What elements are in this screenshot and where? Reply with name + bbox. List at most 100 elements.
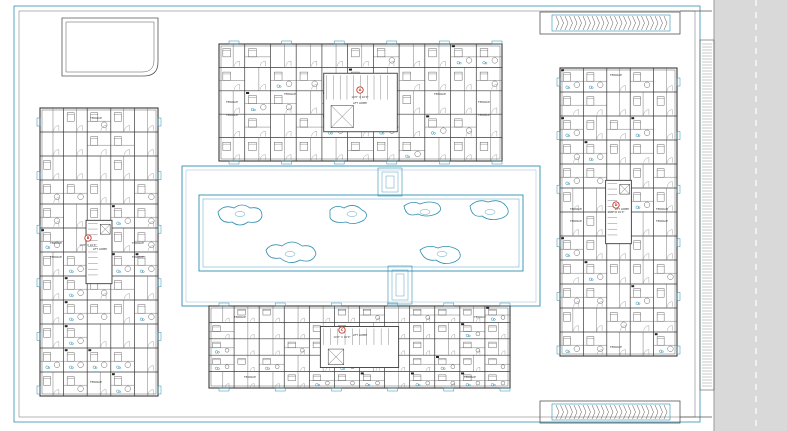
- landscape-island: [329, 205, 367, 224]
- ramp-step: [569, 404, 573, 413]
- door: [100, 149, 107, 155]
- lift-shaft: [100, 224, 111, 235]
- island-detail: [234, 211, 246, 217]
- door: [573, 277, 579, 283]
- tower-left: TERRACETERRACETERRACETERRACETERRACETERRA…: [36, 107, 162, 397]
- balcony: [556, 77, 561, 87]
- ramp-step: [632, 404, 636, 413]
- bed: [363, 309, 371, 316]
- ramp-step: [627, 411, 632, 420]
- table: [325, 380, 330, 386]
- lift-lobby-label: LIFT LOBBY: [615, 207, 630, 211]
- terrace-label: TERRACE: [474, 315, 486, 319]
- balcony: [676, 131, 681, 140]
- bed: [351, 48, 360, 58]
- ramp-step: [555, 22, 560, 31]
- table: [667, 345, 674, 352]
- table: [573, 345, 580, 352]
- door: [285, 131, 292, 137]
- balcony: [218, 302, 230, 307]
- door: [77, 149, 83, 155]
- ramp-step: [618, 22, 623, 31]
- bed: [402, 142, 411, 151]
- ramp-step: [582, 15, 587, 24]
- bed: [114, 208, 122, 218]
- balcony: [157, 385, 162, 395]
- table: [500, 364, 506, 369]
- ramp-step: [627, 22, 632, 31]
- column: [631, 285, 635, 288]
- balcony: [499, 302, 511, 307]
- bed: [633, 192, 641, 202]
- bed: [274, 71, 283, 81]
- table: [148, 217, 155, 224]
- bed: [90, 352, 99, 362]
- door: [667, 109, 673, 115]
- ramp-step: [614, 411, 618, 420]
- door: [53, 389, 60, 395]
- balcony: [281, 160, 292, 165]
- table: [300, 348, 305, 353]
- balcony: [556, 292, 561, 301]
- bed: [610, 264, 618, 274]
- ramp-step: [582, 404, 587, 413]
- bed: [413, 341, 422, 349]
- door: [234, 154, 240, 160]
- door: [337, 60, 343, 67]
- ramp-step: [560, 404, 564, 413]
- column: [410, 372, 414, 375]
- bed: [563, 120, 571, 130]
- balcony: [36, 117, 41, 127]
- balcony: [676, 292, 681, 301]
- bed: [633, 120, 641, 130]
- bed: [438, 325, 447, 332]
- ramp-step: [596, 22, 600, 31]
- door: [53, 125, 60, 131]
- door: [124, 125, 130, 131]
- door: [100, 173, 107, 179]
- bed: [413, 309, 422, 316]
- balcony: [157, 117, 162, 127]
- bed: [66, 376, 75, 386]
- bed: [586, 336, 595, 346]
- block-mark: D10'0" X 16'0": [607, 201, 625, 214]
- ramp-step: [663, 411, 668, 420]
- door: [147, 173, 154, 179]
- door: [311, 131, 317, 137]
- bed: [413, 358, 422, 365]
- bed: [312, 374, 321, 381]
- bed: [363, 374, 371, 381]
- block-mark-letter: C: [341, 328, 344, 332]
- balcony: [36, 224, 41, 234]
- tower-right: TERRACETERRACETERRACETERRACETERRACETERRA…: [556, 67, 681, 357]
- block-dimension-label: 10'0" X 16'0": [333, 335, 350, 339]
- column: [41, 229, 45, 232]
- balcony: [157, 171, 162, 180]
- ramp-step: [659, 15, 663, 24]
- bed: [114, 256, 122, 266]
- ramp-step: [618, 411, 623, 420]
- bed: [90, 136, 99, 146]
- door: [100, 125, 107, 131]
- terrace-label: TERRACE: [226, 113, 238, 117]
- door: [440, 84, 446, 90]
- block-mark-circle: [84, 234, 92, 242]
- bed: [66, 304, 75, 314]
- ramp-step: [555, 15, 560, 24]
- table: [500, 380, 506, 386]
- table: [124, 265, 131, 272]
- column: [135, 253, 139, 256]
- ramp-step: [578, 15, 582, 24]
- ramp-step: [618, 15, 623, 24]
- bed: [454, 142, 463, 151]
- bed: [563, 144, 571, 154]
- ramp-step: [645, 15, 650, 24]
- table: [77, 361, 84, 368]
- door: [124, 341, 130, 347]
- column: [348, 68, 353, 71]
- column: [584, 261, 588, 264]
- ramp-step: [560, 411, 564, 420]
- bed: [114, 232, 122, 242]
- bed: [237, 358, 246, 365]
